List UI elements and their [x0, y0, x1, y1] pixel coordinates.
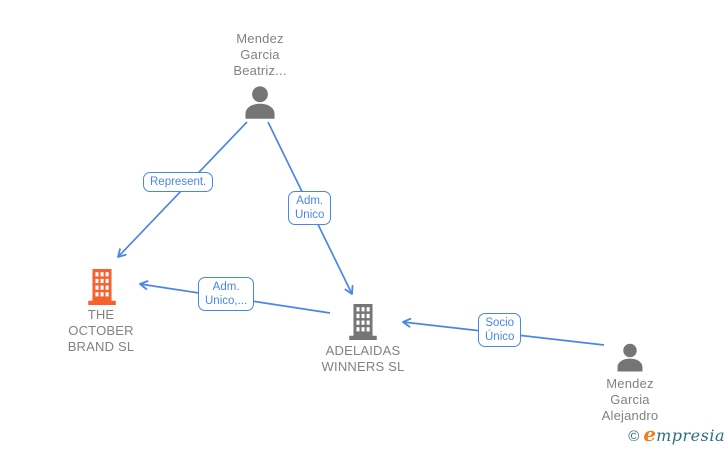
building-icon[interactable] — [348, 304, 378, 340]
brand-first-letter: e — [643, 422, 657, 446]
person-icon[interactable] — [239, 82, 281, 124]
node-label-mendez-garcia-alejandro[interactable]: Mendez Garcia Alejandro — [601, 376, 659, 423]
node-label-the-october-brand-sl[interactable]: THE OCTOBER BRAND SL — [67, 307, 135, 354]
brand-text: mpresia — [656, 426, 725, 445]
edge-label-represent[interactable]: Represent. — [143, 172, 214, 192]
edge-label-socio-unico[interactable]: Socio Único — [478, 313, 522, 347]
edge-label-adm-unico[interactable]: Adm. Unico — [288, 191, 332, 225]
node-label-mendez-garcia-beatriz[interactable]: Mendez Garcia Beatriz... — [233, 31, 287, 78]
person-icon[interactable] — [612, 340, 648, 376]
copyright-icon: © — [628, 428, 640, 445]
empresia-logo[interactable]: © e mpresia — [628, 422, 725, 446]
node-label-adelaidas-winners-sl[interactable]: ADELAIDAS WINNERS SL — [321, 343, 405, 374]
edge-label-adm-unico-list[interactable]: Adm. Unico,... — [198, 277, 255, 311]
building-icon[interactable] — [87, 269, 117, 305]
